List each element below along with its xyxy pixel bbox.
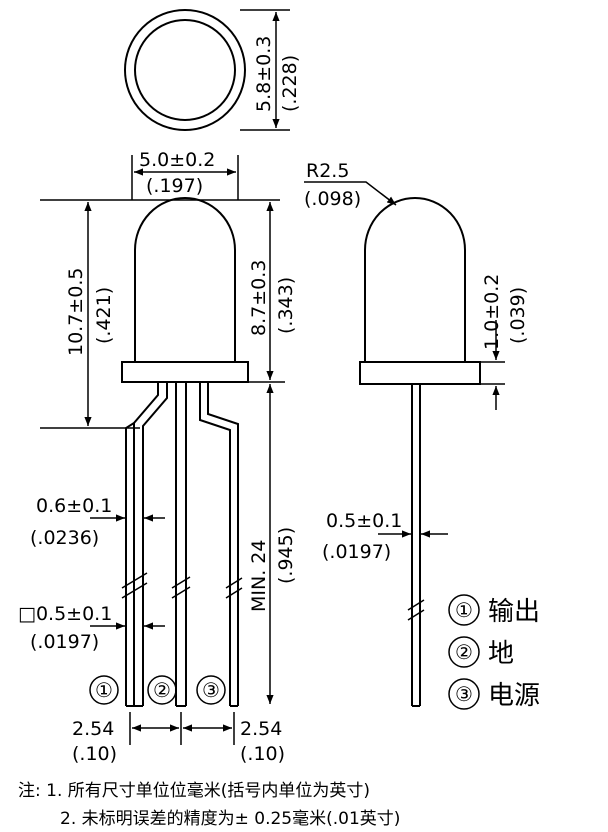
radius-leader <box>304 181 397 206</box>
side-dome <box>364 197 466 362</box>
pin-3-label: ③ <box>202 678 220 702</box>
top-outer-circle <box>124 9 246 131</box>
flange-value: 1.0±0.2 <box>481 274 503 350</box>
pin-1-circle <box>89 675 119 705</box>
flange-inch: (.039) <box>507 287 529 344</box>
side-lead-inch: (.0197) <box>322 541 391 563</box>
dome-height-inch: (.343) <box>275 277 297 334</box>
legend-2-text: 地 <box>488 639 514 669</box>
legend-3-text: 电源 <box>488 681 540 711</box>
lead-width-inch: (.0236) <box>30 527 99 549</box>
front-view <box>40 155 285 745</box>
note-line-2: 2. 未标明误差的精度为± 0.25毫米(.01英寸) <box>60 809 401 829</box>
led-dome <box>134 197 236 362</box>
width-inch: (.197) <box>146 175 203 197</box>
legend-1-text: 输出 <box>488 597 540 627</box>
legend-3-circle <box>448 678 480 710</box>
led-flange <box>121 361 249 383</box>
pitch-left-inch: (.10) <box>72 743 117 765</box>
legend-1-circle <box>448 594 480 626</box>
side-view <box>304 181 505 707</box>
lead-square-inch: (.0197) <box>30 631 99 653</box>
lead-length-inch: (.945) <box>275 527 297 584</box>
pitch-right-inch: (.10) <box>240 743 285 765</box>
pin-2-label: ② <box>153 678 171 702</box>
legend-1-num: ① <box>455 598 473 622</box>
legend-2-num: ② <box>455 640 473 664</box>
pitch-right-value: 2.54 <box>240 718 282 740</box>
lead-square-value: □0.5±0.1 <box>18 603 112 625</box>
pitch-left-value: 2.54 <box>72 718 114 740</box>
dome-height-value: 8.7±0.3 <box>248 260 270 336</box>
total-height-inch: (.421) <box>93 287 115 344</box>
side-lead-value: 0.5±0.1 <box>326 510 402 532</box>
radius-value: R2.5 <box>306 160 349 182</box>
pin-2-circle <box>147 675 177 705</box>
top-dim-inch: (.228) <box>279 55 301 112</box>
lead-3 <box>199 382 239 706</box>
total-height-value: 10.7±0.5 <box>65 268 87 356</box>
legend-3-num: ③ <box>455 682 473 706</box>
lead-2 <box>175 382 187 706</box>
radius-inch: (.098) <box>304 188 361 210</box>
lead-1 <box>125 382 168 706</box>
top-dim-value: 5.8±0.3 <box>253 36 275 112</box>
top-view <box>124 9 290 131</box>
lead-width-value: 0.6±0.1 <box>36 495 112 517</box>
pin-1-label: ① <box>95 678 113 702</box>
side-flange <box>359 361 481 385</box>
pin-3-circle <box>196 675 226 705</box>
lead-length-value: MIN. 24 <box>248 540 270 612</box>
top-inner-circle <box>134 19 236 121</box>
legend-2-circle <box>448 636 480 668</box>
note-line-1: 注: 1. 所有尺寸单位位毫米(括号内单位为英寸) <box>18 781 371 801</box>
width-value: 5.0±0.2 <box>139 149 215 171</box>
